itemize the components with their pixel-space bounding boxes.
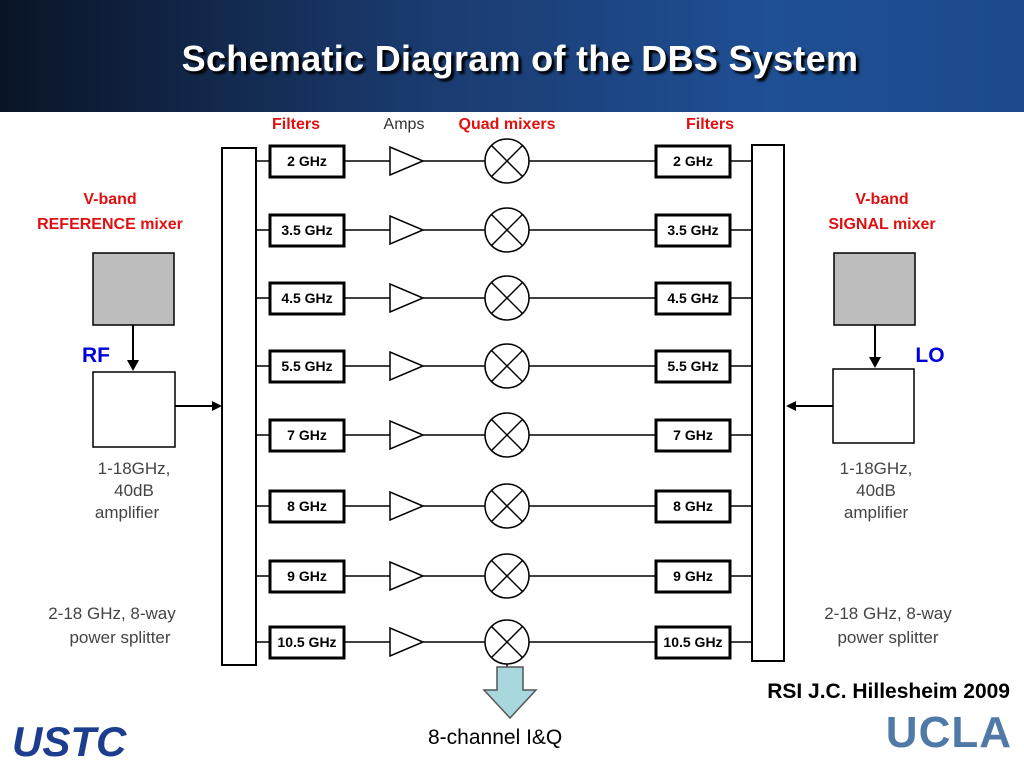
left-filter-box-3 (268, 281, 346, 316)
right-filter-label-5: 7 GHz (673, 427, 713, 443)
left-filter-box-5 (268, 418, 346, 453)
lo-label: LO (915, 344, 944, 367)
v-band-signal-mixer (833, 252, 916, 326)
left-filter-label-7: 9 GHz (287, 568, 327, 584)
filters-left-header: Filters (272, 116, 320, 133)
right-mixer-label-line1: V-band (855, 191, 908, 208)
left-amp-label-line3: amplifier (95, 503, 160, 522)
left-filter-box-1 (268, 144, 346, 179)
right-filter-box-6 (654, 489, 732, 524)
filters-right-header: Filters (686, 116, 734, 133)
amplifier-triangle-5 (389, 419, 425, 451)
output-label: 8-channel I&Q (428, 726, 563, 749)
quad-mixer-cross-b-4 (490, 349, 524, 383)
amplifier-triangle-7 (389, 560, 425, 592)
quad-mixer-cross-b-5 (490, 418, 524, 452)
left-amp-to-splitter-arrowhead (212, 401, 222, 411)
right-filter-box-4 (654, 349, 732, 384)
left-mixer-label-line2: REFERENCE mixer (37, 216, 183, 233)
left-splitter-label-line2: power splitter (69, 628, 170, 647)
left-amplifier-box (92, 371, 176, 448)
right-splitter-label-line2: power splitter (837, 628, 938, 647)
channel-rows: 2 GHz 2 GHz 3.5 GHz 3.5 GHz 4.5 GHz 4.5 GHz 5.… (256, 138, 752, 667)
quad-mixer-cross-b-8 (490, 625, 524, 659)
right-amplifier-box (832, 368, 915, 444)
quad-mixer-cross-b-3 (490, 281, 524, 315)
quad-mixers-header: Quad mixers (459, 116, 556, 133)
quad-mixer-cross-b-1 (490, 144, 524, 178)
right-filter-label-3: 4.5 GHz (667, 290, 718, 306)
right-amp-label-line2: 40dB (856, 481, 896, 500)
amplifier-triangle-3 (389, 282, 425, 314)
right-filter-box-1 (654, 144, 732, 179)
amplifier-triangle-6 (389, 490, 425, 522)
right-filter-box-5 (654, 418, 732, 453)
left-filter-box-7 (268, 559, 346, 594)
slide-title: Schematic Diagram of the DBS System (181, 38, 859, 79)
right-filter-label-8: 10.5 GHz (663, 634, 722, 650)
quad-mixer-cross-b-6 (490, 489, 524, 523)
right-filter-label-6: 8 GHz (673, 498, 713, 514)
right-filter-label-7: 9 GHz (673, 568, 713, 584)
left-filter-label-8: 10.5 GHz (277, 634, 336, 650)
left-filter-label-3: 4.5 GHz (281, 290, 332, 306)
output-down-arrow (482, 666, 538, 720)
right-filter-box-7 (654, 559, 732, 594)
right-filter-box-8 (654, 625, 732, 660)
left-mixer-label-line1: V-band (83, 191, 136, 208)
lo-arrow-head (869, 357, 881, 368)
left-filter-box-4 (268, 349, 346, 384)
left-amp-label-line1: 1-18GHz, (98, 459, 171, 478)
left-filter-label-2: 3.5 GHz (281, 222, 332, 238)
left-amp-label-line2: 40dB (114, 481, 154, 500)
amplifier-triangle-4 (389, 350, 425, 382)
left-filter-label-1: 2 GHz (287, 153, 327, 169)
right-mixer-label-line2: SIGNAL mixer (828, 216, 935, 233)
left-filter-box-8 (268, 625, 346, 660)
right-filter-box-2 (654, 213, 732, 248)
right-amp-to-splitter-arrowhead (786, 401, 796, 411)
left-power-splitter-bar (221, 147, 257, 666)
right-amp-label-line3: amplifier (844, 503, 909, 522)
v-band-reference-mixer (92, 252, 175, 326)
left-filter-label-5: 7 GHz (287, 427, 327, 443)
title-banner (0, 0, 1024, 112)
left-filter-box-2 (268, 213, 346, 248)
right-splitter-label-line1: 2-18 GHz, 8-way (824, 604, 952, 623)
citation-credit: RSI J.C. Hillesheim 2009 (767, 680, 1010, 703)
rf-arrow-head (127, 360, 139, 371)
right-filter-label-4: 5.5 GHz (667, 358, 718, 374)
right-power-splitter-bar (751, 144, 785, 662)
amplifier-triangle-1 (389, 145, 425, 177)
right-amp-label-line1: 1-18GHz, (840, 459, 913, 478)
rf-label: RF (82, 344, 110, 367)
amplifier-triangle-8 (389, 626, 425, 658)
ucla-logo: UCLA (885, 708, 1012, 757)
amplifier-triangle-2 (389, 214, 425, 246)
right-filter-box-3 (654, 281, 732, 316)
left-splitter-label-line1: 2-18 GHz, 8-way (48, 604, 176, 623)
amps-header: Amps (384, 116, 425, 133)
left-filter-box-6 (268, 489, 346, 524)
quad-mixer-cross-b-2 (490, 213, 524, 247)
right-filter-label-1: 2 GHz (673, 153, 713, 169)
right-filter-label-2: 3.5 GHz (667, 222, 718, 238)
ustc-logo: USTC (12, 718, 127, 765)
left-filter-label-4: 5.5 GHz (281, 358, 332, 374)
quad-mixer-cross-b-7 (490, 559, 524, 593)
left-filter-label-6: 8 GHz (287, 498, 327, 514)
